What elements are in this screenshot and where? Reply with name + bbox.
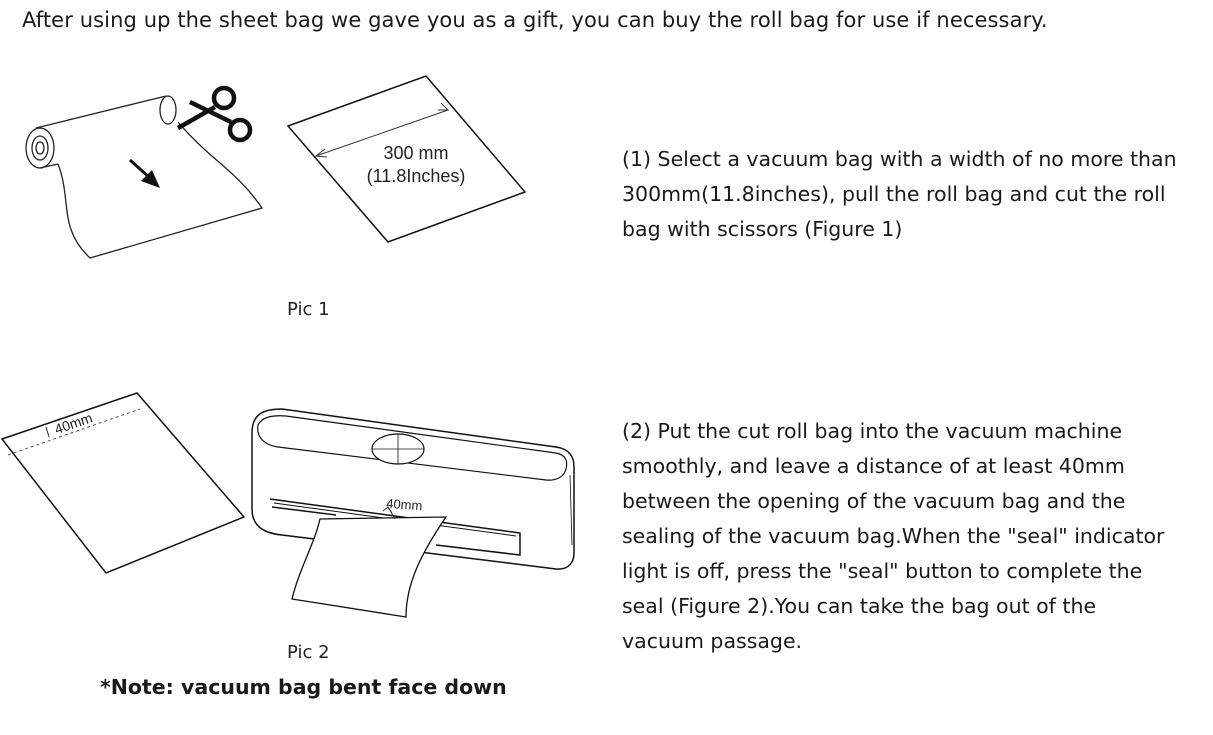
figure-2-caption: Pic 2 xyxy=(287,642,330,663)
step-1-text: (1) Select a vacuum bag with a width of … xyxy=(622,147,1177,241)
note-text: *Note: vacuum bag bent face down xyxy=(100,675,507,699)
figure-1: 300 mm (11.8Inches) xyxy=(25,75,527,259)
dimension-label-mm: 300 mm xyxy=(383,143,448,163)
dimension-label-inches: (11.8Inches) xyxy=(367,166,466,186)
step-2-text: (2) Put the cut roll bag into the vacuum… xyxy=(622,419,1165,653)
figure-1-caption: Pic 1 xyxy=(287,299,330,320)
intro-text: After using up the sheet bag we gave you… xyxy=(22,8,1048,32)
sheet-bag-icon: 300 mm (11.8Inches) xyxy=(286,75,527,243)
roll-bag-icon xyxy=(25,95,264,259)
inserted-bag: 40mm xyxy=(291,496,448,618)
bag-40mm-icon: 40mm xyxy=(0,392,246,574)
arrow-icon xyxy=(128,158,160,188)
scissors-icon xyxy=(176,85,253,143)
figure-2: 40mm 40mm xyxy=(0,392,575,618)
machine-40mm-label: 40mm xyxy=(386,496,423,513)
